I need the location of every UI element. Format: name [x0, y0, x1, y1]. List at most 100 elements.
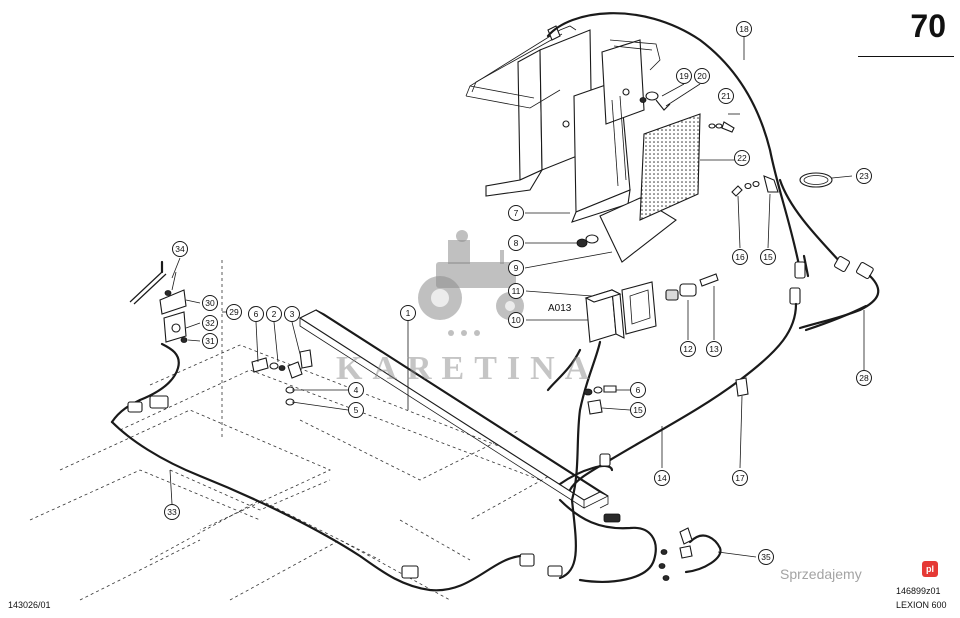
callout-8: 8	[508, 235, 524, 251]
bracket-assembly-part-7	[465, 25, 661, 223]
fasteners-mid-part-6-15	[583, 385, 617, 415]
callout-14: 14	[654, 470, 670, 486]
page-number-rule	[858, 56, 954, 57]
page-number: 70	[910, 8, 946, 44]
cable-part-33	[110, 342, 522, 592]
callout-16: 16	[732, 249, 748, 265]
model-label: LEXION 600	[896, 600, 947, 610]
svg-text:32: 32	[205, 318, 215, 328]
cable-part-35	[658, 527, 722, 581]
svg-text:31: 31	[205, 336, 215, 346]
cable-harness-part-18	[546, 12, 844, 278]
callout-30: 30	[202, 295, 218, 311]
svg-text:18: 18	[739, 24, 749, 34]
fasteners-left-parts-2-3-6	[251, 349, 313, 406]
drawing-code-right: 146899z01	[896, 586, 941, 596]
callout-6-left: 6	[248, 306, 264, 322]
callout-21: 21	[718, 88, 734, 104]
callout-29: 29	[226, 304, 242, 320]
callout-19: 19	[676, 68, 692, 84]
lower-cable-run	[519, 453, 657, 583]
svg-text:29: 29	[229, 307, 239, 317]
svg-text:17: 17	[735, 473, 745, 483]
callout-28: 28	[856, 370, 872, 386]
connector-plugs	[789, 255, 880, 330]
svg-text:28: 28	[859, 373, 869, 383]
svg-text:15: 15	[633, 405, 643, 415]
nut-washer-part-8	[576, 234, 599, 248]
callout-4: 4	[348, 382, 364, 398]
svg-text:33: 33	[167, 507, 177, 517]
callout-15-upper: 15	[760, 249, 776, 265]
component-a013-parts-10-11	[546, 281, 657, 502]
svg-text:11: 11	[512, 286, 521, 296]
callout-11: 11	[508, 283, 524, 299]
callout-3: 3	[284, 306, 300, 322]
clip-part-17	[735, 377, 749, 397]
svg-text:2: 2	[272, 309, 277, 319]
svg-text:23: 23	[859, 171, 869, 181]
callout-20: 20	[694, 68, 710, 84]
callout-13: 13	[706, 341, 722, 357]
callout-22: 22	[734, 150, 750, 166]
svg-text:13: 13	[709, 344, 719, 354]
fasteners-part-21	[708, 121, 735, 133]
bushing-bolt-parts-12-13	[665, 273, 719, 301]
svg-text:35: 35	[761, 552, 771, 562]
svg-text:22: 22	[737, 153, 747, 163]
svg-text:1: 1	[406, 308, 411, 318]
callout-18: 18	[736, 21, 752, 37]
sensor-assembly-parts-30-34	[129, 271, 188, 343]
callout-33: 33	[164, 504, 180, 520]
callout-34: 34	[172, 241, 188, 257]
callout-9: 9	[508, 260, 524, 276]
callout-23: 23	[856, 168, 872, 184]
callout-5: 5	[348, 402, 364, 418]
fasteners-part-15-16	[731, 175, 779, 197]
clip-parts-19-20	[639, 91, 671, 111]
svg-text:20: 20	[697, 71, 707, 81]
cable-part-14	[568, 302, 798, 492]
clamp-part-23	[799, 172, 833, 188]
callout-6-right: 6	[630, 382, 646, 398]
svg-text:12: 12	[683, 344, 693, 354]
svg-text:5: 5	[354, 405, 359, 415]
svg-text:34: 34	[175, 244, 185, 254]
svg-text:7: 7	[514, 208, 519, 218]
svg-text:8: 8	[514, 238, 519, 248]
svg-text:21: 21	[721, 91, 731, 101]
callout-15-mid: 15	[630, 402, 646, 418]
site-badge-icon: pl	[922, 561, 938, 577]
callout-35: 35	[758, 549, 774, 565]
svg-text:15: 15	[763, 252, 773, 262]
drawing-code-left: 143026/01	[8, 600, 51, 610]
svg-text:9: 9	[514, 263, 519, 273]
svg-text:14: 14	[657, 473, 667, 483]
svg-text:16: 16	[735, 252, 745, 262]
svg-text:30: 30	[205, 298, 215, 308]
callout-10: 10	[508, 312, 524, 328]
svg-text:19: 19	[679, 71, 689, 81]
main-beam-part-1	[298, 309, 609, 509]
callout-1: 1	[400, 305, 416, 321]
mesh-panel-part-22	[639, 113, 701, 221]
callout-17: 17	[732, 470, 748, 486]
callout-31: 31	[202, 333, 218, 349]
site-watermark: Sprzedajemy	[780, 566, 862, 582]
callout-32: 32	[202, 315, 218, 331]
callout-2: 2	[266, 306, 282, 322]
svg-text:6: 6	[636, 385, 641, 395]
svg-text:4: 4	[354, 385, 359, 395]
svg-text:6: 6	[254, 309, 259, 319]
cable-part-28	[804, 304, 868, 332]
plate-part-9	[599, 197, 677, 263]
callout-7: 7	[508, 205, 524, 221]
leader-lines	[169, 36, 865, 558]
watermark-text: KARETINA	[336, 350, 600, 387]
watermark-tractor-icon	[418, 230, 524, 336]
svg-text:10: 10	[511, 315, 521, 325]
component-label: A013	[548, 303, 572, 314]
chassis-outline	[29, 260, 561, 601]
